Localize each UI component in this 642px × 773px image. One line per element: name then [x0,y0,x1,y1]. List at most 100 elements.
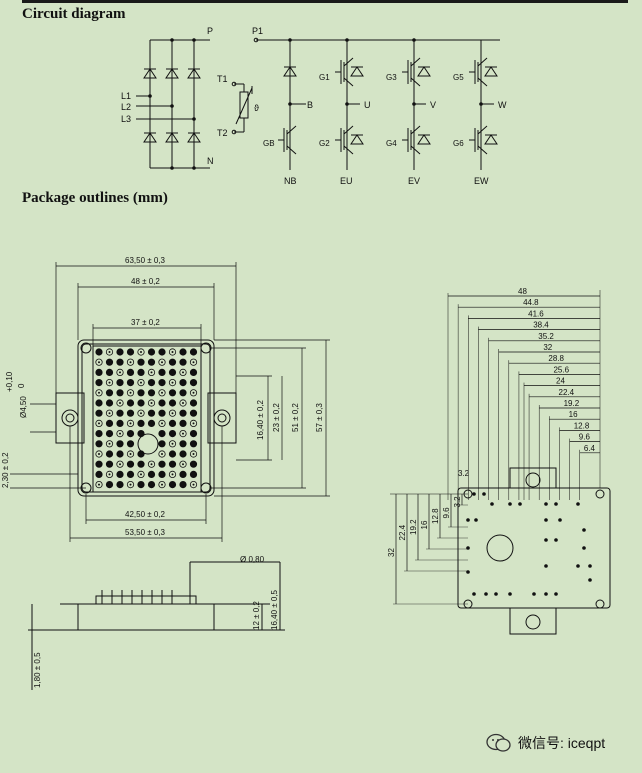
pin-hole [95,460,103,468]
pin-hole [137,399,145,407]
pin-hole [116,429,124,438]
pin-hole [189,358,198,366]
pin-grid [95,348,198,489]
pin-hole [147,419,156,427]
label-T2: T2 [217,128,228,138]
label-L3: L3 [121,114,131,124]
pin-hole [95,429,103,438]
dim-h-3.2: 3.2 [458,469,470,478]
pin-view-pin [466,546,470,550]
pin-hole [126,378,135,387]
pin-hole [126,480,135,489]
pin-hole [189,480,198,489]
h-dim-label-48: 48 [518,287,527,296]
dim-180: 1,80 ± 0,5 [33,652,42,688]
pin-view-pin [472,592,476,596]
pin-hole [168,389,177,397]
rectifier-bridge [136,39,210,169]
pin-hole [158,399,166,407]
label-EV: EV [408,176,420,186]
h-dim-label-32: 32 [543,343,552,352]
pin-hole [189,368,198,376]
pin-view-pin [554,538,558,542]
pin-hole [158,440,166,448]
pin-hole [189,409,198,417]
pin-hole [126,358,135,366]
pin-hole [95,399,103,407]
pin-hole [137,460,145,468]
label-T1: T1 [217,74,228,84]
pin-view-pin [508,502,512,506]
pin-hole [105,440,114,448]
pin-hole [105,460,114,468]
pin-hole [105,429,114,438]
pin-view-pin [490,502,494,506]
h-dim-label-6.4: 6.4 [584,444,596,453]
pin-hole [189,389,198,397]
pin-hole [137,429,145,438]
pin-hole [116,389,124,397]
pin-hole [189,450,198,458]
pin-view-pin [532,592,536,596]
pin-hole [158,450,166,458]
pin-hole [116,470,124,478]
circuit-diagram-title: Circuit diagram [22,6,126,22]
pin-hole [105,409,114,417]
pin-hole [95,348,103,356]
dim-5350: 53,50 ± 0,3 [125,528,166,537]
pin-hole [158,460,166,468]
h-dim-label-41.6: 41.6 [528,309,544,318]
pin-view-pin [576,502,580,506]
ntc-thermistor [234,83,253,133]
pin-hole [126,429,135,438]
label-EU: EU [340,176,353,186]
pin-view-pin [582,546,586,550]
v-dim-label-32: 32 [387,548,396,557]
pin-view-pin [466,570,470,574]
pin-hole [179,460,187,468]
dim-zero: 0 [17,383,26,388]
pin-hole [137,480,145,489]
pin-hole [179,368,187,376]
chat-bubble-icon [486,732,512,754]
pin-hole [126,368,135,376]
pin-hole [147,389,156,397]
pin-hole [189,470,198,478]
pin-view-pin [554,502,558,506]
h-dim-label-12.8: 12.8 [574,421,590,430]
pin-hole [137,368,145,376]
pin-hole [116,440,124,448]
pin-view-pin [544,518,548,522]
dim-4250: 42,50 ± 0,2 [125,510,166,519]
pin-hole [105,378,114,387]
pin-hole [168,409,177,417]
dim-48: 48 ± 0,2 [131,277,160,286]
label-W: W [498,100,507,110]
v-dim-label-9.6: 9.6 [442,507,451,519]
pin-hole [147,470,156,478]
label-P: P [207,26,213,36]
pin-hole [126,409,135,417]
pin-hole [147,378,156,387]
label-theta: ϑ [254,103,259,113]
dim-23: 23 ± 0,2 [272,403,281,432]
pin-hole [105,419,114,427]
dim-6350: 63,50 ± 0,3 [125,256,166,265]
pin-hole [179,450,187,458]
label-L1: L1 [121,91,131,101]
h-dim-label-28.8: 28.8 [548,354,564,363]
label-G3: G3 [386,73,397,82]
pin-hole [95,450,103,458]
watermark: 微信号: iceqpt [486,732,605,754]
pin-hole [105,368,114,376]
dim-12: 12 ± 0,2 [252,601,261,630]
pin-hole [137,419,145,427]
pin-hole [126,440,135,448]
pin-hole [105,470,114,478]
package-outlines-title: Package outlines (mm) [22,190,168,206]
pin-hole [179,389,187,397]
label-G6: G6 [453,139,464,148]
pin-hole [189,419,198,427]
pin-hole [189,399,198,407]
pin-view-pin [482,492,486,496]
